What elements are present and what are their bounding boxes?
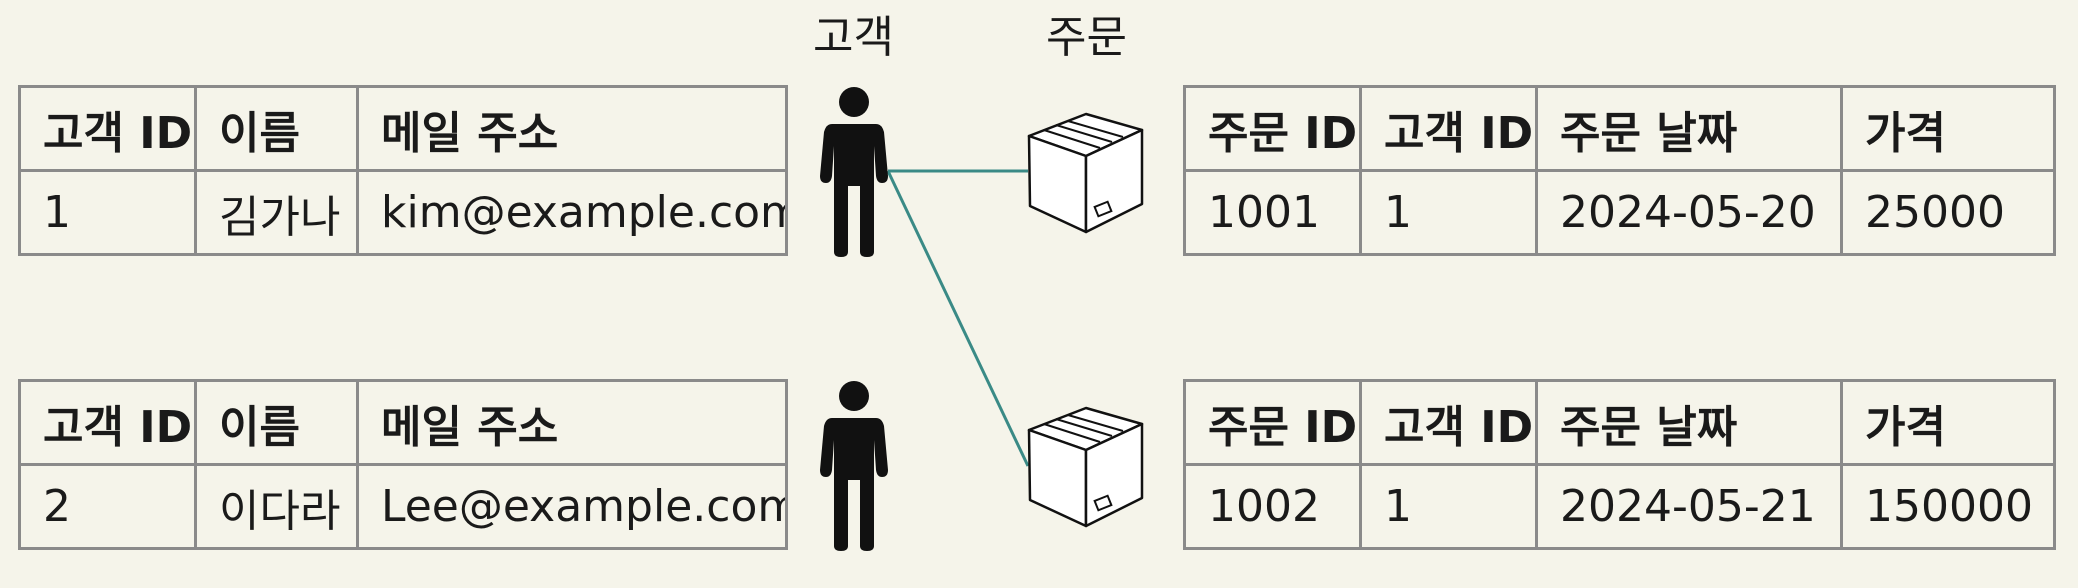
cell-order-id: 1001 <box>1183 169 1362 256</box>
header-order-id: 주문 ID <box>1183 85 1362 172</box>
cell-customer-id: 1 <box>1359 169 1538 256</box>
header-order-id: 주문 ID <box>1183 379 1362 466</box>
table-row: 1 김가나 kim@example.com <box>18 169 788 256</box>
cell-customer-id: 1 <box>18 169 197 256</box>
table-header-row: 주문 ID 고객 ID 주문 날짜 가격 <box>1183 85 2056 172</box>
cell-customer-id: 1 <box>1359 463 1538 550</box>
link-customer1-order1002 <box>886 170 1030 467</box>
header-order-date: 주문 날짜 <box>1535 85 1843 172</box>
header-email: 메일 주소 <box>356 85 788 172</box>
customer-table-1: 고객 ID 이름 메일 주소 1 김가나 kim@example.com <box>18 85 788 256</box>
cell-name: 김가나 <box>194 169 359 256</box>
package-box-icon <box>1027 406 1144 528</box>
header-email: 메일 주소 <box>356 379 788 466</box>
header-customer-id: 고객 ID <box>18 379 197 466</box>
cell-price: 25000 <box>1840 169 2056 256</box>
table-row: 2 이다라 Lee@example.com <box>18 463 788 550</box>
cell-name: 이다라 <box>194 463 359 550</box>
person-icon <box>820 381 888 551</box>
order-table-2: 주문 ID 고객 ID 주문 날짜 가격 1002 1 2024-05-21 1… <box>1183 379 2056 550</box>
cell-email: kim@example.com <box>356 169 788 256</box>
customer-table-2: 고객 ID 이름 메일 주소 2 이다라 Lee@example.com <box>18 379 788 550</box>
cell-order-date: 2024-05-21 <box>1535 463 1843 550</box>
header-order-date: 주문 날짜 <box>1535 379 1843 466</box>
order-column-label: 주문 <box>1046 12 1127 63</box>
table-header-row: 주문 ID 고객 ID 주문 날짜 가격 <box>1183 379 2056 466</box>
package-box-icon <box>1027 112 1144 234</box>
table-row: 1002 1 2024-05-21 150000 <box>1183 463 2056 550</box>
cell-email: Lee@example.com <box>356 463 788 550</box>
cell-order-date: 2024-05-20 <box>1535 169 1843 256</box>
cell-price: 150000 <box>1840 463 2056 550</box>
header-customer-id: 고객 ID <box>1359 379 1538 466</box>
order-table-1: 주문 ID 고객 ID 주문 날짜 가격 1001 1 2024-05-20 2… <box>1183 85 2056 256</box>
header-name: 이름 <box>194 85 359 172</box>
cell-customer-id: 2 <box>18 463 197 550</box>
header-name: 이름 <box>194 379 359 466</box>
table-header-row: 고객 ID 이름 메일 주소 <box>18 379 788 466</box>
header-customer-id: 고객 ID <box>1359 85 1538 172</box>
table-row: 1001 1 2024-05-20 25000 <box>1183 169 2056 256</box>
header-customer-id: 고객 ID <box>18 85 197 172</box>
person-icon <box>820 87 888 257</box>
header-price: 가격 <box>1840 379 2056 466</box>
customer-column-label: 고객 <box>813 12 894 63</box>
table-header-row: 고객 ID 이름 메일 주소 <box>18 85 788 172</box>
cell-order-id: 1002 <box>1183 463 1362 550</box>
header-price: 가격 <box>1840 85 2056 172</box>
